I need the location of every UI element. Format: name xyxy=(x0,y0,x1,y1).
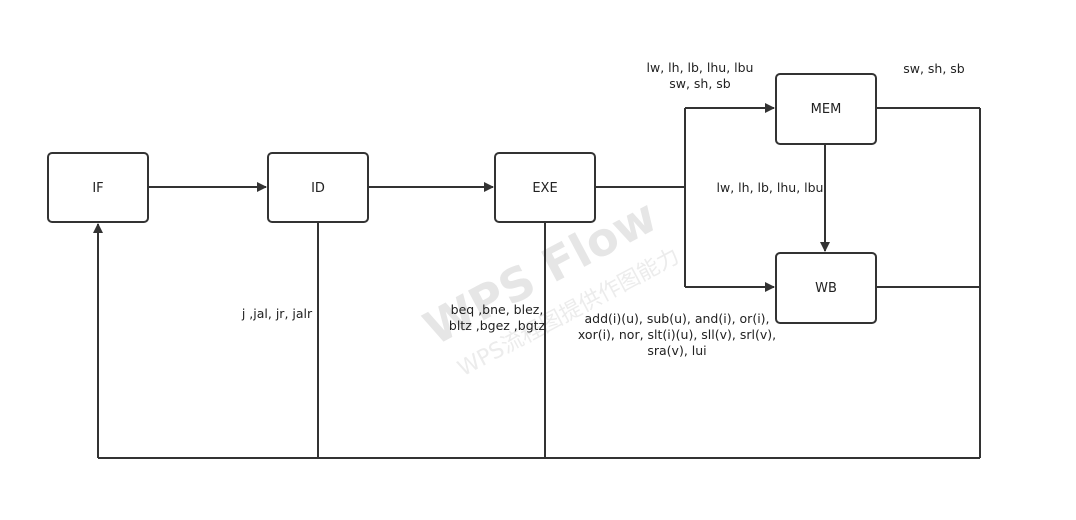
label-mem-out: sw, sh, sb xyxy=(903,61,965,76)
node-mem-box xyxy=(775,73,877,145)
label-alu-line3: sra(v), lui xyxy=(647,343,706,358)
node-id: ID xyxy=(267,152,369,223)
node-if-label: IF xyxy=(92,181,103,196)
connectors xyxy=(93,103,981,459)
label-mem-in-line2: sw, sh, sb xyxy=(669,76,731,91)
label-mem-to-wb: lw, lh, lb, lhu, lbu xyxy=(717,180,824,195)
label-alu-line1: add(i)(u), sub(u), and(i), or(i), xyxy=(584,311,769,326)
label-alu-line2: xor(i), nor, slt(i)(u), sll(v), srl(v), xyxy=(578,327,776,342)
label-mem-in-line1: lw, lh, lb, lhu, lbu xyxy=(647,60,754,75)
node-wb-label: WB xyxy=(815,281,837,296)
node-id-box xyxy=(267,152,369,223)
label-branch-line1: beq ,bne, blez, xyxy=(451,302,544,317)
label-jump: j ,jal, jr, jalr xyxy=(241,306,313,321)
label-branch-line2: bltz ,bgez ,bgtz xyxy=(449,318,546,333)
node-if: IF xyxy=(47,152,149,223)
node-exe-box xyxy=(494,152,596,223)
node-wb-box xyxy=(775,252,877,324)
node-id-label: ID xyxy=(311,181,325,196)
node-if-box xyxy=(47,152,149,223)
node-mem-label: MEM xyxy=(811,102,842,117)
node-exe-label: EXE xyxy=(532,181,557,196)
node-wb: WB xyxy=(775,252,877,324)
node-mem: MEM xyxy=(775,73,877,145)
node-exe: EXE xyxy=(494,152,596,223)
